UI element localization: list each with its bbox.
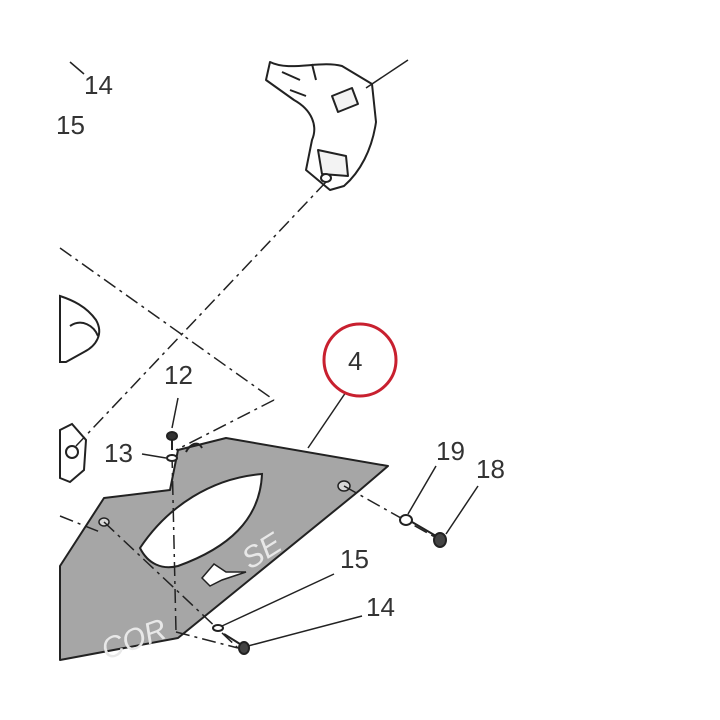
label-part-19: 19 <box>436 436 465 466</box>
label-part-12: 12 <box>164 360 193 390</box>
leader-lines <box>69 61 479 647</box>
screw-12 <box>166 431 178 450</box>
panel-cutout <box>138 472 264 569</box>
panel-logo-mark <box>200 563 247 587</box>
washer-15-bottom <box>212 624 224 632</box>
screw-14-bottom <box>223 633 250 655</box>
washer-13 <box>166 454 178 462</box>
washer-19 <box>399 514 413 526</box>
label-part-13: 13 <box>104 438 133 468</box>
label-part-4: 4 <box>348 346 362 376</box>
label-part-14-bottom: 14 <box>366 592 395 622</box>
side-panel-body <box>59 437 389 661</box>
assembly-lines <box>59 181 441 649</box>
label-part-14-top: 14 <box>84 70 113 100</box>
leader-line-top-right <box>365 59 409 89</box>
fasteners <box>166 431 447 655</box>
highlight-circle-part-4 <box>322 322 398 398</box>
label-part-18: 18 <box>476 454 505 484</box>
label-part-15-top: 15 <box>56 110 85 140</box>
side-panel-part-4: SE COR <box>59 437 389 667</box>
left-side-part <box>59 294 101 484</box>
upper-bracket-part <box>265 61 377 191</box>
label-part-15-bottom: 15 <box>340 544 369 574</box>
screw-18 <box>411 521 447 548</box>
